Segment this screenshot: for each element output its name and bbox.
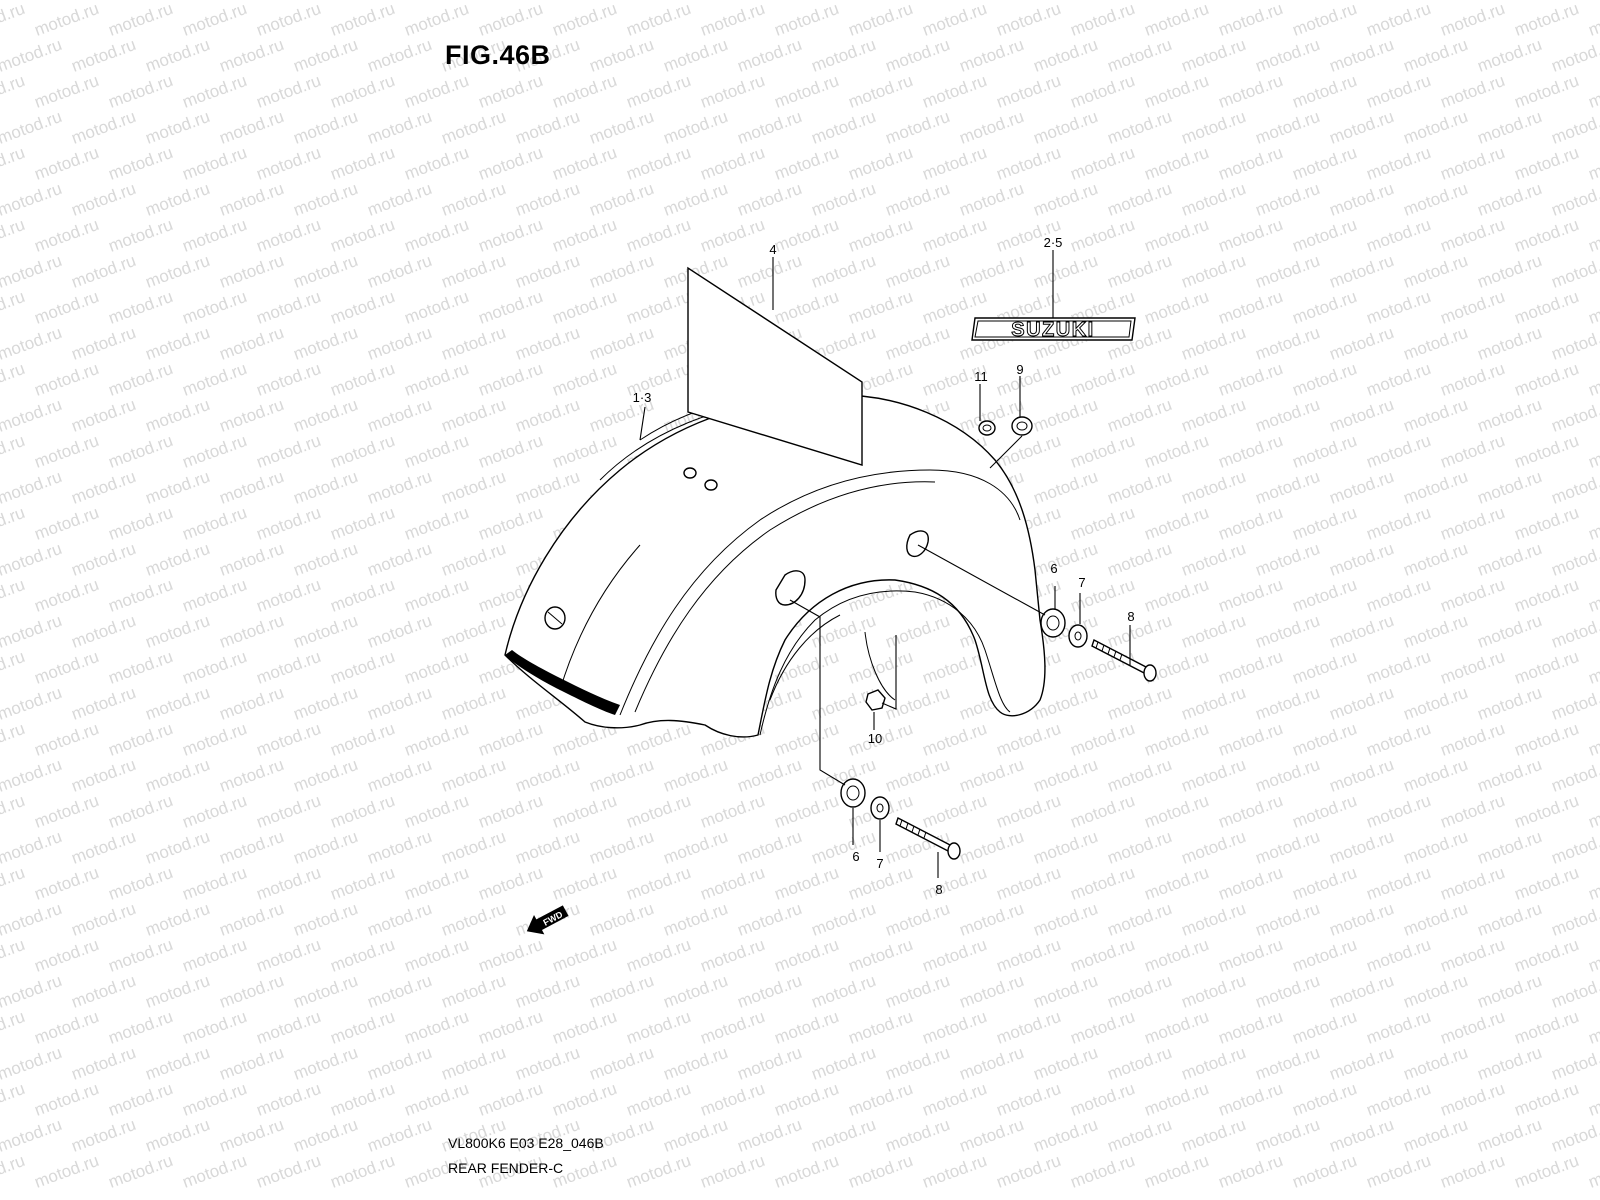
rear-fender[interactable] xyxy=(504,389,1046,738)
cushion-lower[interactable] xyxy=(840,778,866,808)
callout-8-upper: 8 xyxy=(1127,609,1134,624)
callout-7-upper: 7 xyxy=(1078,575,1085,590)
suzuki-emblem[interactable]: SUZUKI xyxy=(971,317,1136,342)
emblem-text: SUZUKI xyxy=(1011,319,1094,341)
drawing-code: VL800K6 E03 E28_046B xyxy=(448,1135,604,1151)
callout-9: 9 xyxy=(1016,362,1023,377)
callout-1-3: 1·3 xyxy=(633,390,652,405)
figure-title: FIG.46B xyxy=(445,40,551,70)
callout-6-lower: 6 xyxy=(852,849,859,864)
grommet-small[interactable] xyxy=(978,420,996,436)
washer-lower[interactable] xyxy=(870,796,890,820)
leader-lines xyxy=(639,250,1131,878)
cushion-upper[interactable] xyxy=(1040,608,1066,638)
callout-8-lower: 8 xyxy=(935,882,942,897)
callout-10: 10 xyxy=(868,731,882,746)
fwd-arrow: FWD xyxy=(526,905,569,935)
bolt-upper[interactable] xyxy=(1091,639,1157,682)
bolt-lower[interactable] xyxy=(895,817,961,860)
nut[interactable] xyxy=(865,689,886,711)
grommet[interactable] xyxy=(1011,416,1033,436)
callout-11: 11 xyxy=(974,369,988,384)
callout-7-lower: 7 xyxy=(876,856,883,871)
washer-upper[interactable] xyxy=(1068,624,1088,648)
callout-4: 4 xyxy=(769,242,776,257)
drawing-name: REAR FENDER-C xyxy=(448,1160,564,1176)
callout-2-5: 2·5 xyxy=(1044,235,1063,250)
callout-6-upper: 6 xyxy=(1050,561,1057,576)
mud-flap[interactable] xyxy=(687,266,863,466)
